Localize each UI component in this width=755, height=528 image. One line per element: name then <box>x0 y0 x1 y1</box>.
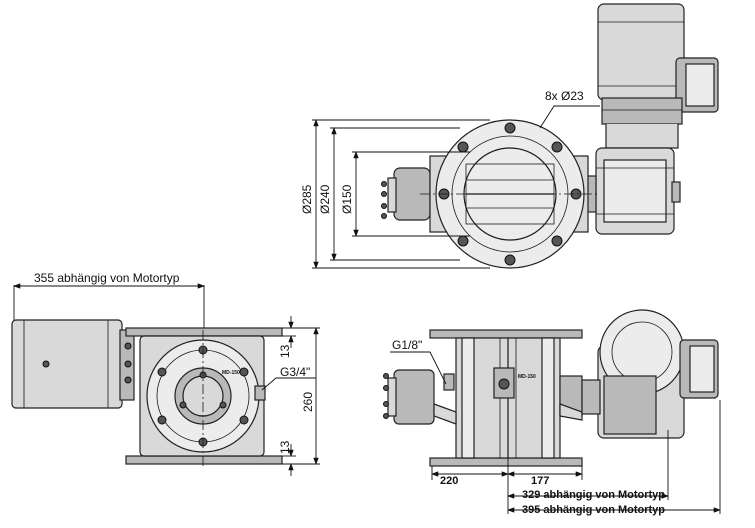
height-label: 260 <box>301 392 315 412</box>
side-view-top-flange <box>429 329 583 339</box>
front-view-motor <box>11 319 135 409</box>
side-view-bottom-flange <box>429 457 583 467</box>
side-view-left-bearing <box>383 369 457 425</box>
top-view-diameter-dims <box>312 119 490 269</box>
dia-bolt-label: Ø240 <box>318 184 332 214</box>
flange-bottom-label: 13 <box>278 440 292 454</box>
front-view-housing: MD-150 <box>139 335 266 457</box>
motor-length-label: 355 abhängig von Motortyp <box>34 271 180 285</box>
dia-outer-label: Ø285 <box>300 184 314 214</box>
top-view: 8x Ø23 Ø285 Ø240 Ø150 <box>300 3 719 269</box>
top-view-bearing <box>381 167 431 221</box>
front-view-plate: MD-150 <box>222 370 240 376</box>
front-view-bottom-flange <box>125 455 283 465</box>
total-dim-2-label: 395 abhängig von Motortyp <box>522 504 665 516</box>
dia-bore-label: Ø150 <box>340 184 354 214</box>
side-view-port-label: G1/8" <box>392 338 422 352</box>
right-dim-label: 177 <box>531 475 549 487</box>
hole-count-label: 8x Ø23 <box>545 89 584 103</box>
top-view-gearbox <box>583 147 681 235</box>
front-view-height-dims <box>282 316 320 476</box>
left-dim-label: 220 <box>440 475 458 487</box>
side-view-gearmotor <box>581 309 719 439</box>
front-view: 355 abhängig von Motortyp <box>11 271 320 476</box>
side-view-plate: MD-150 <box>518 374 536 380</box>
flange-top-label: 13 <box>278 344 292 358</box>
total-dim-1-label: 329 abhängig von Motortyp <box>522 489 665 501</box>
front-view-top-flange <box>125 327 283 337</box>
side-view: MD-150 G1/8" <box>383 309 721 516</box>
side-view-width-dims <box>431 400 721 514</box>
front-view-port-label: G3/4" <box>280 365 310 379</box>
top-view-motor <box>597 3 719 149</box>
